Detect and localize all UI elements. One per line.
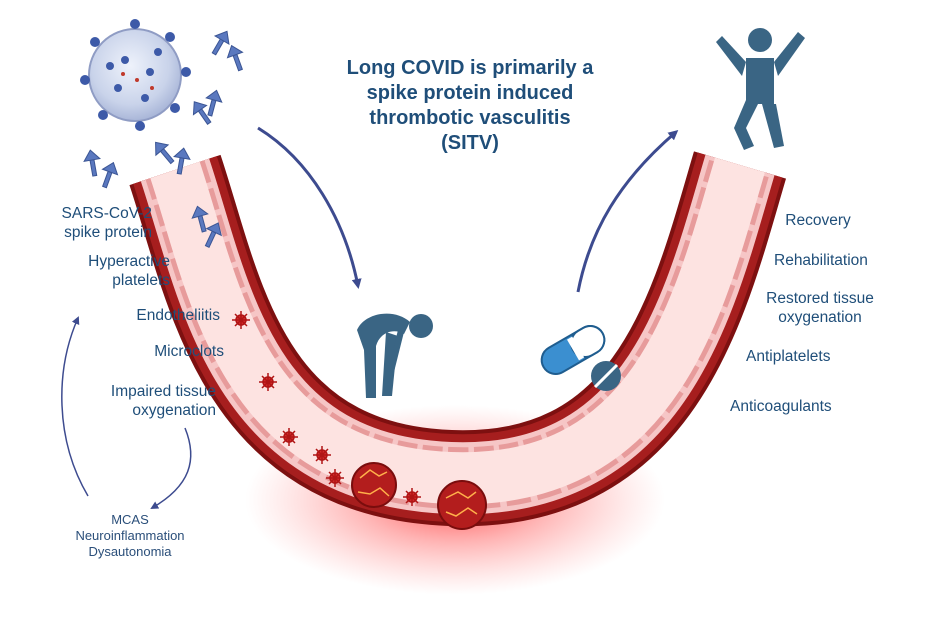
- label-restored-oxygenation: Restored tissue oxygenation: [766, 290, 874, 326]
- label-hyperactive-platelets: Hyperactive platelets: [88, 253, 170, 289]
- platelet-icon: [232, 311, 421, 506]
- label-dysautonomia: Dysautonomia: [88, 544, 172, 559]
- label-rehabilitation: Rehabilitation: [774, 252, 868, 269]
- microclot-icon: [351, 462, 487, 530]
- label-antiplatelets: Antiplatelets: [746, 348, 831, 365]
- label-impaired-oxygenation: Impaired tissue oxygenation: [110, 383, 216, 419]
- label-anticoagulants: Anticoagulants: [730, 398, 832, 415]
- cycle-arrow-down: [150, 427, 192, 510]
- cycle-arrow-up: [61, 316, 89, 497]
- blood-vessel-icon: [129, 151, 787, 527]
- fatigued-person-icon: [357, 313, 433, 398]
- capsule-icon: [540, 325, 606, 375]
- virus-icon: [80, 19, 191, 131]
- up-arrow: [576, 130, 679, 293]
- tablet-icon: [591, 361, 621, 391]
- label-recovery: Recovery: [785, 212, 851, 229]
- down-arrow: [257, 126, 362, 289]
- label-microclots: Microclots: [154, 343, 224, 360]
- label-spike-protein: SARS-CoV-2 spike protein: [61, 205, 152, 241]
- label-neuroinflammation: Neuroinflammation: [75, 528, 185, 543]
- label-mcas: MCAS: [111, 512, 149, 527]
- celebrating-person-icon: [716, 28, 805, 150]
- diagram-title: Long COVID is primarily a spike protein …: [346, 57, 594, 154]
- label-endotheliitis: Endotheliitis: [136, 307, 220, 324]
- spike-protein-icon: [83, 30, 244, 249]
